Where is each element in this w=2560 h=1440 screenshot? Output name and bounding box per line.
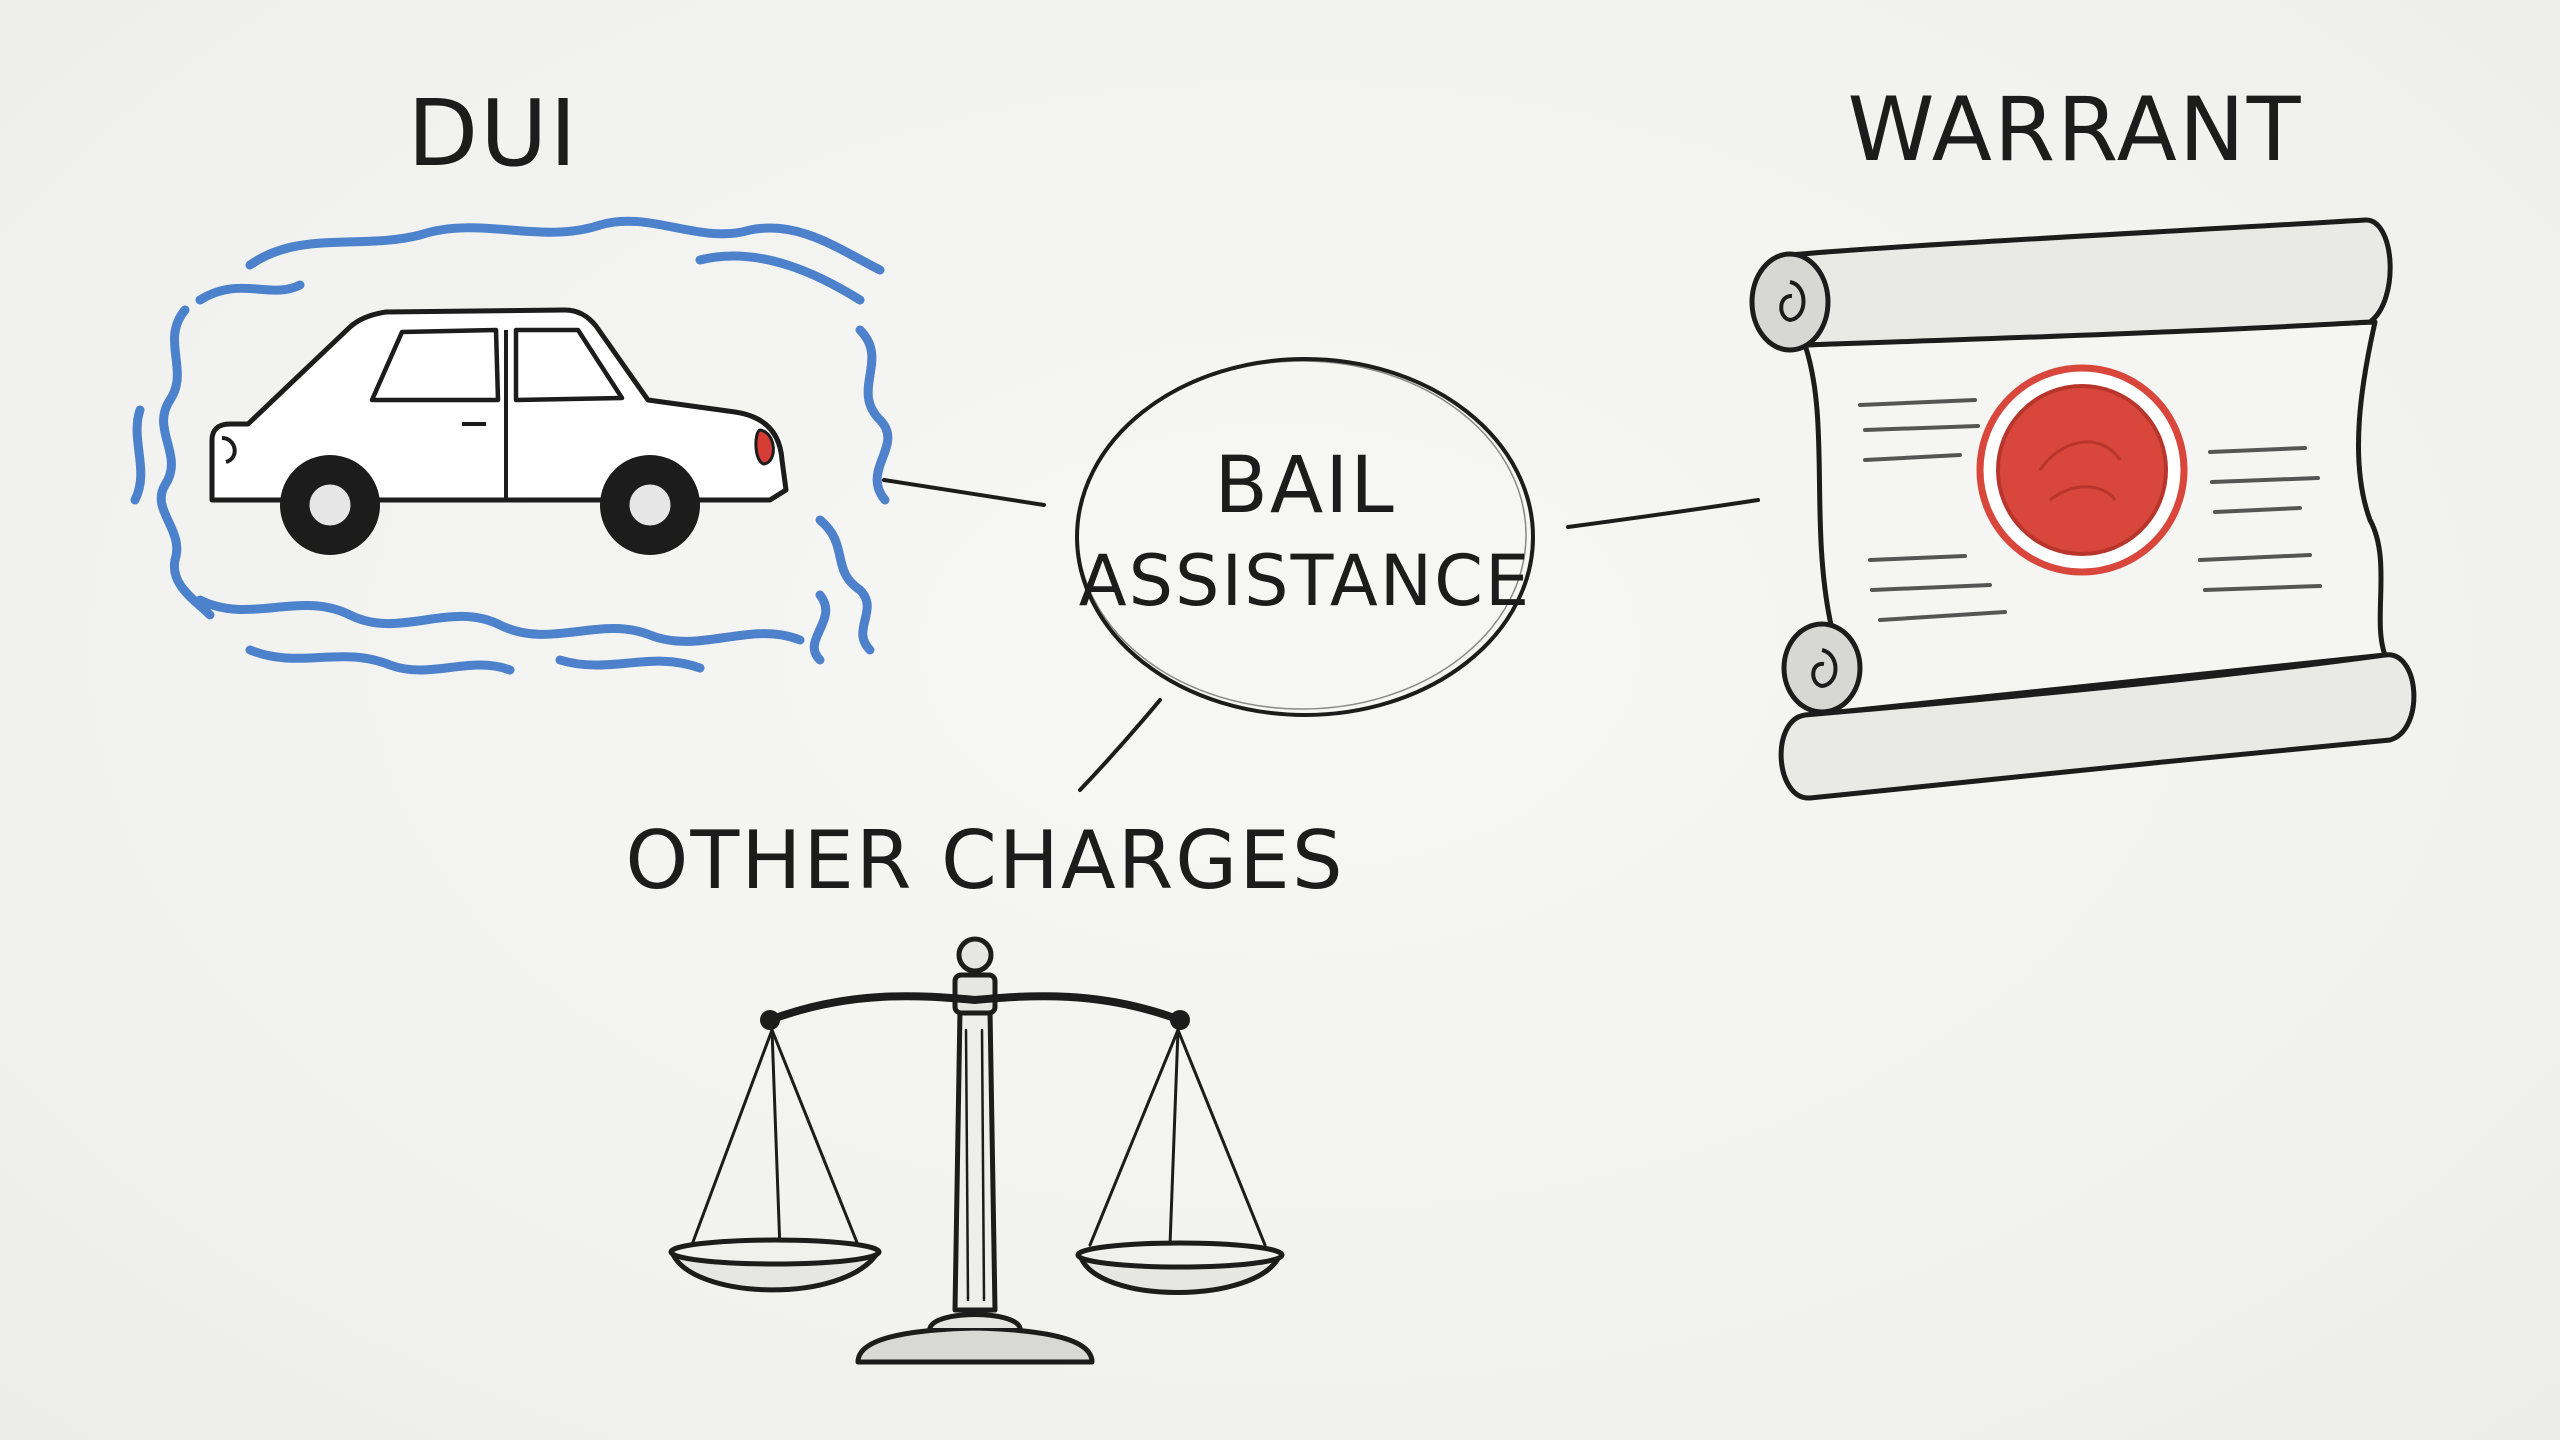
connector-warrant [1566,498,1760,529]
scroll-with-seal-icon [1749,217,2417,801]
dui-label: DUI [407,80,578,187]
center-ellipse [1075,357,1535,717]
scales-left-pan [668,1028,882,1293]
scales-base [855,1325,1095,1365]
wave-scribble [130,216,893,675]
scroll-top-curl [1749,251,1831,353]
connector-dui [882,478,1046,507]
scroll-text-lines [1858,398,2322,622]
scales-right-pan [1075,1028,1285,1295]
center-node: BAIL ASSISTANCE [1075,357,1535,717]
car-window-rear [513,327,625,403]
warrant-label: WARRANT [1848,78,2303,181]
car-icon [209,307,789,555]
center-label-line2: ASSISTANCE [1079,540,1532,622]
car-headlight [221,436,237,464]
center-ellipse-sketch [1077,360,1527,710]
warrant-node: WARRANT [1749,78,2417,801]
scales-pillar [952,1007,998,1313]
car-tail-light [754,428,775,466]
connector-other [1078,698,1162,792]
car-wheel-rear [600,455,700,555]
other-charges-node: OTHER CHARGES [625,814,1344,1365]
scroll-top-roll [1766,217,2393,348]
car-body [209,307,789,503]
car-window-front [369,327,501,403]
scales-of-justice-icon [668,936,1285,1365]
center-label-line1: BAIL [1214,441,1395,531]
scroll-bottom-roll [1778,652,2417,801]
connectors [882,478,1760,792]
dui-node: DUI [130,80,893,675]
car-wheel-front [280,455,380,555]
scroll-bottom-curl [1781,621,1863,715]
scales-beam [766,992,1184,1024]
red-seal [1976,364,2188,576]
other-charges-label: OTHER CHARGES [625,814,1344,907]
